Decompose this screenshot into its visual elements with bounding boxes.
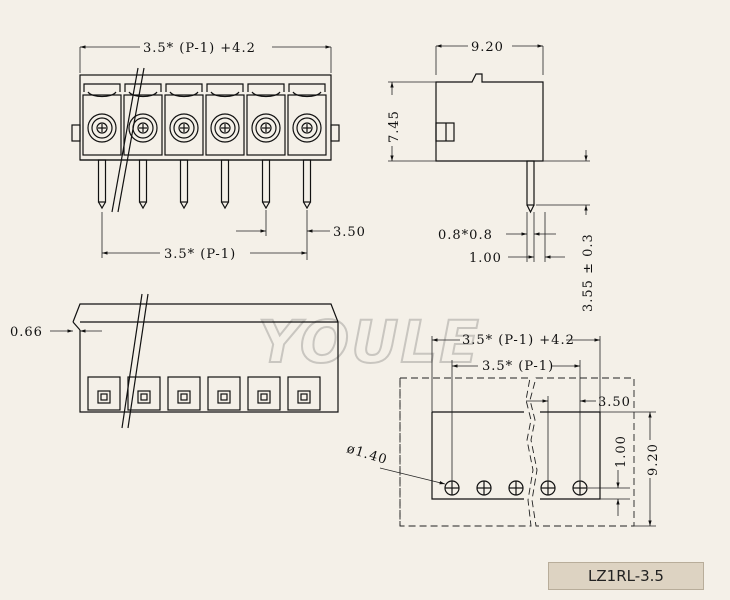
pcb-overall-width-label: 3.5* (P-1) +4.2 xyxy=(462,333,575,348)
side-pin-section-label: 0.8*0.8 xyxy=(438,228,493,243)
bottom-view: 0.66 xyxy=(10,293,339,429)
front-view: 3.5* (P-1) +4.2 3.50 3.5* (P-1) xyxy=(71,41,366,262)
pcb-pitch-span-label: 3.5* (P-1) xyxy=(482,359,554,374)
front-pitch-label: 3.50 xyxy=(333,225,366,240)
watermark: YOULE xyxy=(258,308,481,376)
pcb-depth-label: 9.20 xyxy=(646,443,661,476)
side-view: 9.20 7.45 3.55 ± 0.3 0.8*0.8 1.00 xyxy=(387,40,596,312)
front-pitch-span-label: 3.5* (P-1) xyxy=(164,247,236,262)
pcb-pitch-label: 3.50 xyxy=(598,395,631,410)
pcb-layout: 3.5* (P-1) +4.2 3.5* (P-1) 3.50 1.00 9.2… xyxy=(345,333,661,527)
pcb-hole-diameter-label: ø1.40 xyxy=(345,441,389,468)
front-overall-width-label: 3.5* (P-1) +4.2 xyxy=(143,41,256,56)
side-pin-offset-label: 1.00 xyxy=(469,251,502,266)
side-width-label: 9.20 xyxy=(471,40,504,55)
side-height-label: 7.45 xyxy=(387,110,402,143)
bottom-offset-label: 0.66 xyxy=(10,325,43,340)
side-pin-length-label: 3.55 ± 0.3 xyxy=(581,233,596,312)
model-label: LZ1RL-3.5 xyxy=(548,562,704,590)
pcb-row-offset-label: 1.00 xyxy=(614,435,629,468)
